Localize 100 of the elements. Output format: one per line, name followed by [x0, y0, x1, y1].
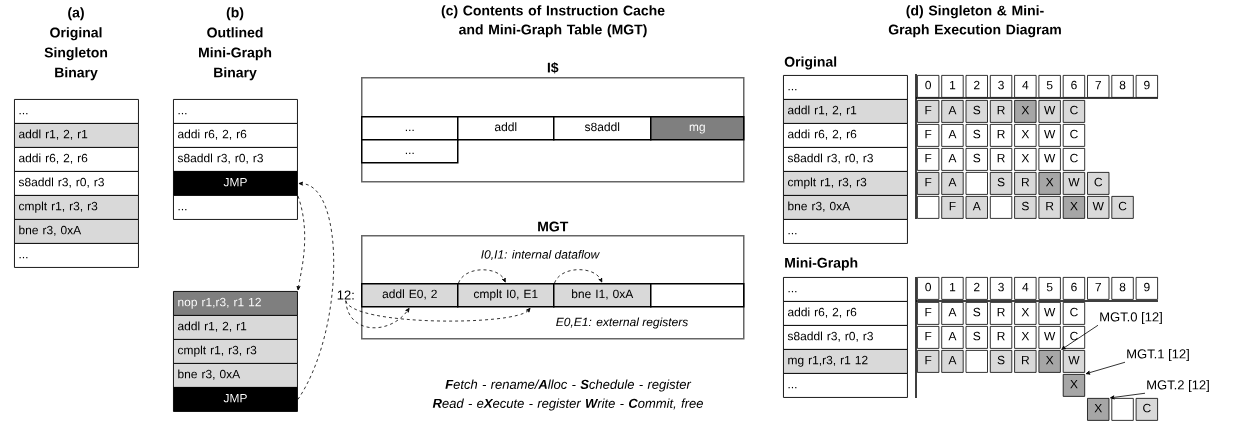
cycle-number-cell: 1: [941, 277, 964, 300]
pipeline-stage-cell: X: [1014, 326, 1037, 349]
pipeline-stage-cell: F: [917, 124, 940, 147]
pipeline-stage-cell: C: [1111, 196, 1134, 219]
cycle-number-cell: 7: [1087, 277, 1110, 300]
cycle-number-cell: 3: [989, 277, 1013, 300]
pipeline-stage-cell: X: [1014, 100, 1037, 123]
pipeline-stage-cell: W: [1038, 100, 1061, 123]
instruction-row: nop r1,r3, r1 12: [173, 291, 298, 316]
pipeline-stage-cell: X: [1014, 302, 1037, 325]
dashed-arrow: [296, 195, 306, 291]
panel-title: (d) Singleton & Mini-Graph Execution Diagram: [888, 5, 1061, 38]
pipeline-stage-cell: S: [965, 148, 988, 171]
leader-line: [1061, 324, 1099, 350]
pipeline-stage-cell: S: [965, 124, 988, 147]
pipeline-stage-cell: F: [917, 326, 940, 349]
cycle-number-cell: 9: [1135, 277, 1158, 300]
stage-key-text: Fetch - rename/Alloc - Schedule - register Read - eXecute - register Write - Commit, free: [432, 379, 703, 411]
section-heading: Original: [784, 56, 837, 70]
pipeline-stage-cell: W: [1038, 148, 1061, 171]
pipeline-stage-cell: X: [1014, 148, 1037, 171]
instruction-row: mg r1,r3, r1 12: [783, 349, 908, 374]
pipeline-stage-cell: X: [1062, 196, 1086, 219]
panel-title: (c) Contents of Instruction Cache and Mini-Graph Table (MGT): [441, 5, 665, 38]
pipeline-stage-cell: S: [965, 100, 988, 123]
instruction-row: cmplt r1, r3, r3: [14, 195, 139, 220]
panel-title: (b) Outlined Mini-Graph Binary: [199, 7, 272, 81]
cycle-number-cell: 4: [1014, 277, 1037, 300]
instruction-row: cmplt r1, r3, r3: [173, 339, 298, 364]
instruction-row: bne r3, 0xA: [14, 219, 139, 244]
pipeline-stage-cell: A: [965, 196, 988, 219]
cache-line-cell: mg: [650, 116, 745, 141]
dashed-arrow: [345, 300, 410, 329]
panel-title: (a) Original Singleton Binary: [44, 7, 108, 81]
pipeline-stage-cell: X: [1014, 124, 1037, 147]
callout-label: MGT.1 [12]: [1127, 348, 1189, 362]
instruction-row: addl r1, 2, r1: [783, 99, 908, 124]
cycle-number-cell: 6: [1062, 75, 1086, 98]
pipeline-stage-cell: C: [1087, 172, 1110, 195]
pipeline-stage-cell: W: [1038, 124, 1061, 147]
instruction-row: addl r1, 2, r1: [14, 123, 139, 148]
instruction-row: ...: [783, 373, 908, 398]
table-entry-cell: addl E0, 2: [361, 283, 459, 308]
pipeline-stage-cell: C: [1062, 326, 1086, 349]
pipeline-stage-cell: W: [1038, 326, 1061, 349]
cycle-number-cell: 6: [1062, 277, 1086, 300]
pipeline-stage-cell: S: [1014, 196, 1037, 219]
pipeline-stage-cell: W: [1062, 172, 1086, 195]
pipeline-stage-cell: A: [941, 100, 964, 123]
pipeline-stage-cell: X: [1038, 350, 1061, 373]
cycle-number-cell: 5: [1038, 277, 1061, 300]
node-label: MGT: [538, 221, 569, 232]
pipeline-stage-cell: C: [1135, 398, 1158, 421]
cycle-number-cell: 2: [965, 75, 988, 98]
annotation-text: E0,E1: external registers: [556, 317, 688, 329]
cycle-number-cell: 1: [941, 75, 964, 98]
instruction-row: JMP: [173, 387, 298, 412]
dashed-arrow: [458, 269, 506, 284]
pipeline-stage-cell: A: [941, 172, 964, 195]
cycle-number-cell: 3: [989, 75, 1013, 98]
pipeline-stage-cell: W: [1038, 302, 1061, 325]
pipeline-stage-cell: F: [917, 148, 940, 171]
cycle-number-cell: 2: [965, 277, 988, 300]
pipeline-stage-cell: F: [917, 100, 940, 123]
pipeline-stage-cell: C: [1062, 302, 1086, 325]
instruction-row: addi r6, 2, r6: [14, 147, 139, 172]
cache-line-cell: ...: [361, 116, 459, 141]
instruction-row: ...: [14, 243, 139, 268]
pipeline-stage-cell: F: [941, 196, 964, 219]
cache-line-cell: s8addl: [553, 116, 652, 141]
pipeline-stage-cell: S: [965, 302, 988, 325]
pipeline-stage-cell: A: [941, 302, 964, 325]
pipeline-stage-cell: X: [1087, 398, 1110, 421]
instruction-row: ...: [783, 219, 908, 244]
entry-index: 12:: [337, 290, 354, 300]
pipeline-stage-cell: C: [1062, 148, 1086, 171]
cycle-number-cell: 5: [1038, 75, 1061, 98]
pipeline-stage-cell: R: [989, 124, 1013, 147]
cycle-number-cell: 8: [1111, 277, 1134, 300]
table-entry-cell: bne I1, 0xA: [553, 283, 652, 308]
pipeline-stage-cell: R: [1038, 196, 1061, 219]
pipeline-stage-cell: A: [941, 350, 964, 373]
instruction-row: s8addl r3, r0, r3: [173, 147, 298, 172]
instruction-row: addi r6, 2, r6: [783, 123, 908, 148]
cache-line-cell: ...: [361, 139, 459, 164]
instruction-row: bne r3, 0xA: [173, 363, 298, 388]
pipeline-stage-cell: R: [1014, 172, 1037, 195]
instruction-row: ...: [14, 99, 139, 124]
instruction-row: cmplt r1, r3, r3: [783, 171, 908, 196]
pipeline-stage-cell: X: [1062, 374, 1086, 397]
pipeline-stage-cell: A: [941, 148, 964, 171]
instruction-row: addl r1, 2, r1: [173, 315, 298, 340]
node-label: I$: [547, 62, 559, 74]
cache-line-cell: addl: [457, 116, 555, 141]
callout-label: MGT.2 [12]: [1147, 379, 1209, 393]
table-entry-cell: cmplt I0, E1: [457, 283, 555, 308]
section-heading: Mini-Graph: [785, 257, 858, 271]
pipeline-stage-cell: C: [1062, 100, 1086, 123]
instruction-row: ...: [173, 99, 298, 124]
pipeline-stage-cell: W: [1087, 196, 1110, 219]
